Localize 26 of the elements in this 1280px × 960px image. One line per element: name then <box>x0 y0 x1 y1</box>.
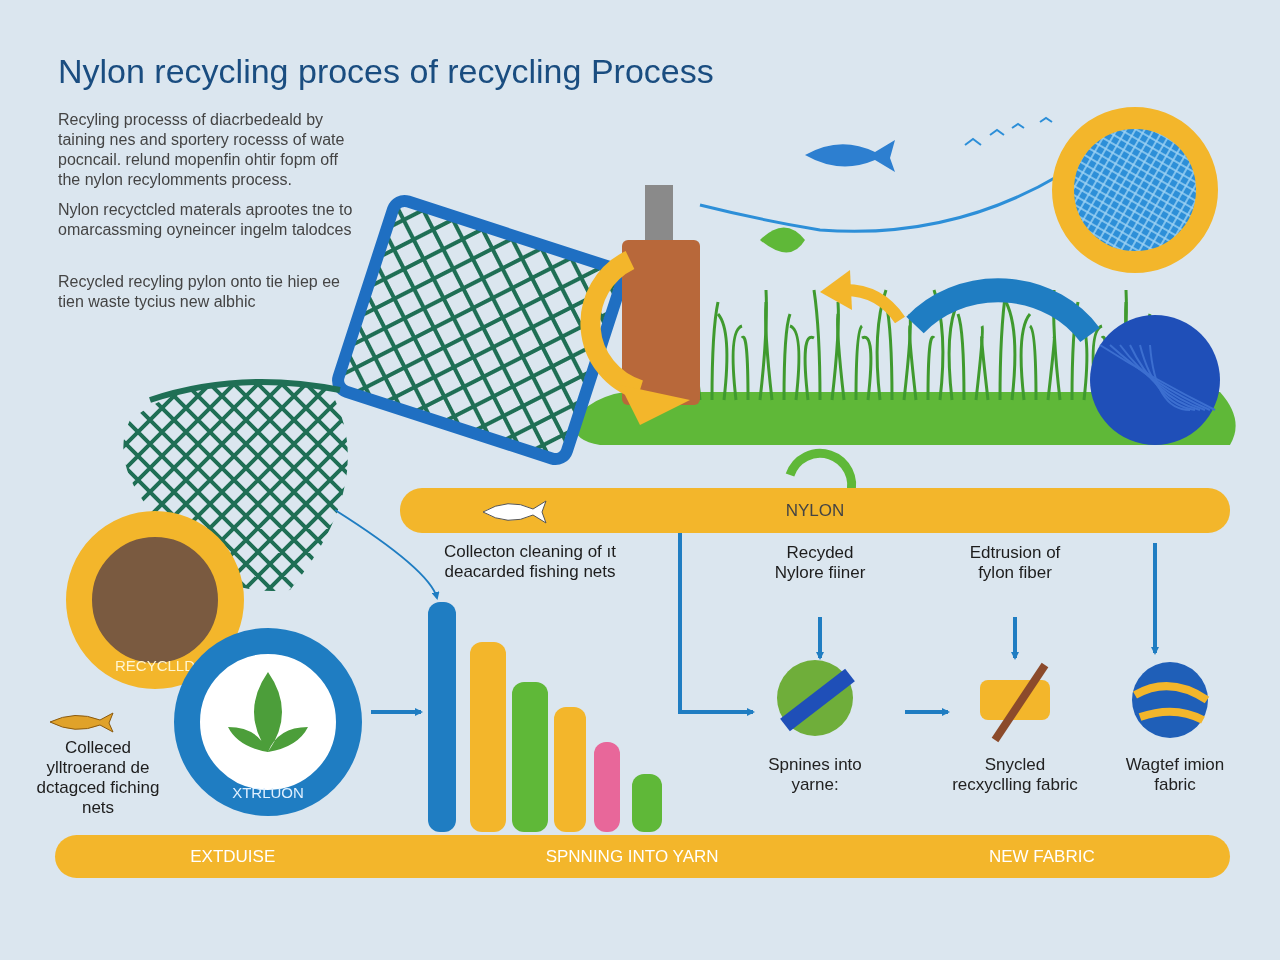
band-label: EXTDUISE <box>190 846 276 867</box>
step-text: Wagtef imion fabric <box>1124 755 1226 795</box>
step-text: Edtrusion of fylon fiber <box>955 543 1075 605</box>
step-text: Collecton cleaning of ıt deacarded fishing nets <box>425 542 635 604</box>
arrow <box>678 533 755 716</box>
arrow <box>816 617 824 660</box>
paragraph: Nylon recyctcled materals aprootes tne to omarcassming oyneincer ingelm talodces <box>58 200 354 240</box>
arrow <box>1011 617 1019 660</box>
ring-label: XTRLUON <box>231 784 305 801</box>
band-label: SPNNING INTO YARN <box>545 846 719 867</box>
band-label: NYLON <box>785 500 845 521</box>
arrow <box>905 708 950 716</box>
step-text: Recyded Nylore fiiner <box>765 543 875 605</box>
title: Nylon recycling proces of recycling Process <box>58 52 714 91</box>
paragraph: Recyling processs of diacrbedeald by taining nes and sportery rocesss of wate pocncail. relund mopenfin ohtir fopm off the nylon recylomments process. <box>58 110 346 190</box>
paragraph: Recycled recyling pylon onto tie hiep ee tien waste tycius new albhic <box>58 272 341 312</box>
arrow <box>1151 543 1159 655</box>
step-text: Colleced ylltroerand de dctagced fiching nets <box>28 738 168 823</box>
arrow <box>371 708 423 716</box>
arrow <box>334 509 439 600</box>
banner-band <box>55 835 1230 878</box>
ring-label: RECYCLLD <box>114 657 196 674</box>
step-text: Snycled recxyclling fabric <box>951 755 1079 795</box>
banner-band <box>400 488 1230 533</box>
step-text: Spnines into yarne: <box>767 755 863 795</box>
band-label: NEW FABRIC <box>988 846 1095 867</box>
